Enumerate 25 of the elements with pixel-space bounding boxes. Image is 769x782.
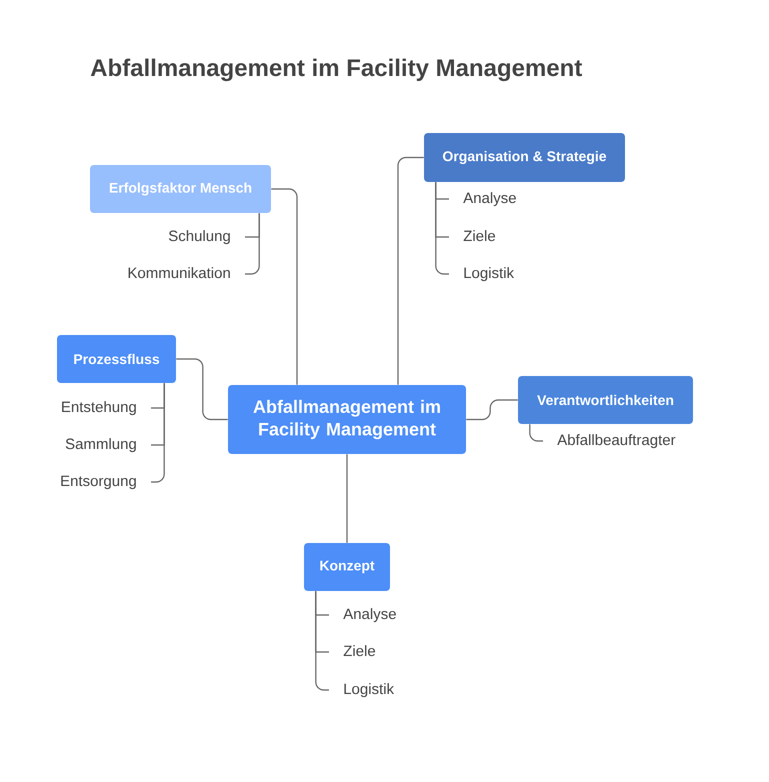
item-text: Ziele [344,645,376,656]
item-text: Sammlung [66,438,136,452]
branch-box: Erfolgsfaktor Mensch [90,165,271,213]
item-text: Kommunikation [128,267,230,278]
title: Abfallmanagement im Facility Management [90,58,582,82]
connector-line [271,188,298,385]
item-text: Analyse [343,608,396,622]
branch-box: Verantwortlichkeiten [518,376,693,424]
topic-box: Abfallmanagement im Facility Management [228,385,466,454]
branch-box: Prozessfluss [57,335,176,383]
item-text: Schulung [168,230,230,244]
connector-line [245,213,260,275]
item-text: Ziele [464,230,496,242]
item-text: Analyse [463,192,516,206]
connector-line [176,358,228,420]
item-text: Entsorgung [61,476,136,490]
item-text: Logistik [464,267,514,282]
connector-line [397,156,424,385]
connector-line [466,399,518,420]
item-text: Abfallbeauftragter [557,434,676,448]
branch-box: Konzept [304,543,390,591]
item-text: Entstehung [62,401,136,416]
connector-line [346,454,348,543]
item-text: Logistik [344,683,394,698]
branch-box: Organisation & Strategie [424,133,625,182]
